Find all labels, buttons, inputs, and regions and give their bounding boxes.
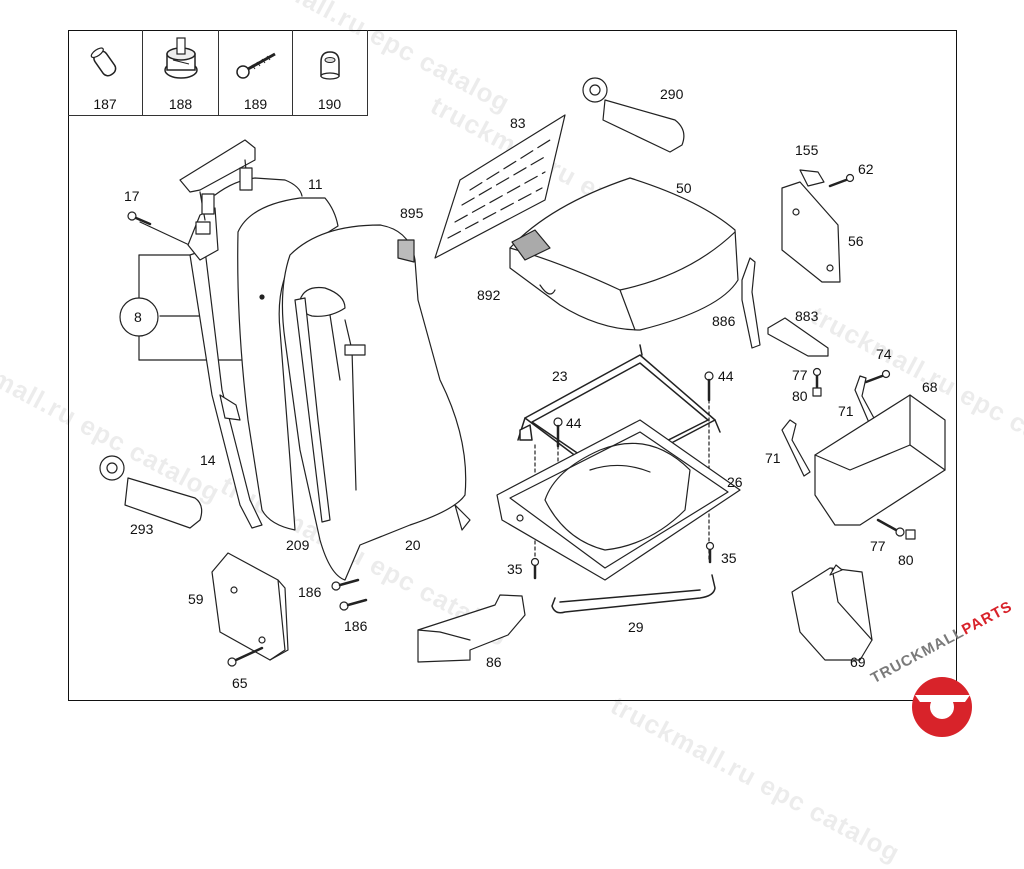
pin-icon [90,47,117,77]
callout-label: 209 [286,537,310,553]
callout-label: 74 [876,346,892,362]
tray-26 [496,419,741,581]
callout-label: 44 [718,368,734,384]
legend-cell: 190 [293,30,366,116]
callout-label: 77 [792,367,808,383]
cap-nut-icon [320,51,340,80]
bracket-886 [741,257,761,349]
callout-label: 892 [477,287,501,303]
screw-77-top [812,367,822,397]
brand-logo-gear-icon [912,677,972,737]
screws-44 [553,371,714,448]
callout-label: 14 [200,452,216,468]
callout-label: 186 [298,584,322,600]
seat-cushion-50 [509,177,739,331]
callout-label: 86 [486,654,502,670]
callout-label: 80 [792,388,808,404]
callout-label: 62 [858,161,874,177]
parts-legend: 187 188 189 190 [68,30,368,116]
screw-17 [127,211,152,226]
callout-label: 895 [400,205,424,221]
screws-186 [331,578,368,611]
callout-label: 35 [721,550,737,566]
seat-back-cushion [281,224,471,581]
strap-209 [294,297,331,523]
callout-label: 886 [712,313,736,329]
callout-label: 20 [405,537,421,553]
cover-59 [211,552,289,661]
callout-label: 65 [232,675,248,691]
screw-65 [227,646,264,667]
screw-62 [828,173,855,188]
bracket-86 [417,594,526,663]
bar-883 [767,317,829,357]
cover-69 [791,564,873,661]
handle-293 [99,455,203,529]
bar-29 [551,574,716,614]
callout-label: 71 [838,403,854,419]
diagram-frame [68,30,957,701]
callout-label: 23 [552,368,568,384]
callout-label: 293 [130,521,154,537]
screws-35 [530,541,715,580]
screw-74 [864,369,891,384]
callout-label: 11 [308,176,323,192]
callout-label: 71 [765,450,781,466]
callout-label: 8 [134,309,142,325]
cover-68 [814,394,946,526]
callout-label: 44 [566,415,582,431]
callout-label: 69 [850,654,866,670]
callout-label: 290 [660,86,684,102]
screw-icon [236,52,276,79]
legend-number: 188 [168,96,193,112]
leader-lines [119,221,246,361]
callout-label: 155 [795,142,819,158]
legend-cell: 188 [143,30,219,116]
seat-back-shell [214,177,339,531]
callout-label: 56 [848,233,864,249]
callout-label: 186 [344,618,368,634]
panel-56 [781,181,841,283]
callout-label: 883 [795,308,819,324]
callout-label: 29 [628,619,644,635]
exploded-diagram [99,77,972,737]
top-bracket [179,139,256,221]
legend-number: 190 [317,96,342,112]
heating-mat-83 [434,114,566,259]
callout-label: 26 [727,474,743,490]
grommet-icon [164,37,198,79]
callout-label: 35 [507,561,523,577]
callout-label: 77 [870,538,886,554]
callout-label: 17 [124,188,140,204]
legend-cell: 189 [219,30,293,116]
legend-number: 187 [93,96,117,112]
handle-290 [582,77,685,153]
side-bracket [187,207,263,529]
legend-cell: 187 [68,30,143,116]
legend-number: 189 [243,96,268,112]
callout-label: 68 [922,379,938,395]
callout-label: 50 [676,180,692,196]
clip-155 [799,169,825,187]
screw-77-bottom [876,518,916,540]
callout-label: 80 [898,552,914,568]
callout-label: 83 [510,115,526,131]
callout-label: 59 [188,591,204,607]
